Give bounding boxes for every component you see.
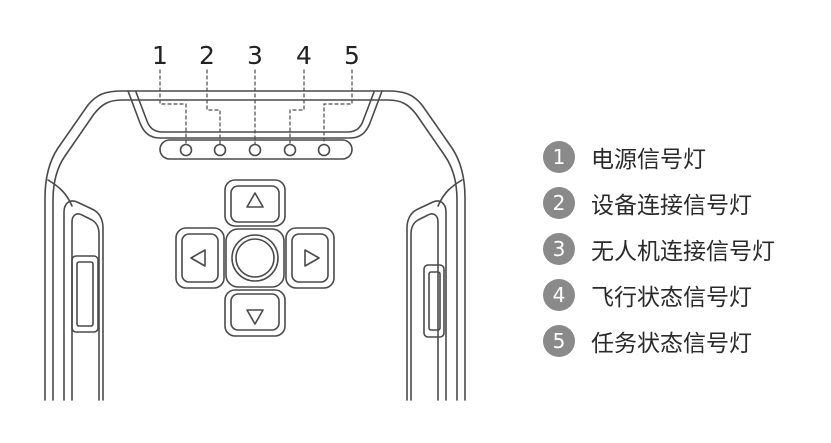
dpad-right-button xyxy=(285,227,335,289)
led-5 xyxy=(317,143,331,157)
legend-label-drone-connection: 无人机连接信号灯 xyxy=(591,238,775,265)
indicator-number-3: 3 xyxy=(247,41,263,70)
dpad-left-button xyxy=(175,227,225,289)
leader-line-4 xyxy=(289,69,305,145)
legend-label-device-connection: 设备连接信号灯 xyxy=(591,192,752,219)
legend-label-flight-status: 飞行状态信号灯 xyxy=(591,284,752,311)
led-3 xyxy=(248,143,262,157)
indicator-number-4: 4 xyxy=(296,41,312,70)
legend-badge-5: 5 xyxy=(543,324,575,357)
dpad-down-button xyxy=(224,289,286,337)
arrow-down-icon xyxy=(246,309,264,325)
dpad-left-button-inner xyxy=(181,233,219,283)
dpad-up-button xyxy=(224,179,286,227)
right-side-button xyxy=(423,264,445,338)
led-1 xyxy=(179,143,193,157)
right-grip-outer xyxy=(406,200,447,401)
dpad-down-button-inner xyxy=(230,293,280,331)
led-4 xyxy=(283,143,297,157)
arrow-up-icon xyxy=(246,192,264,208)
indicator-number-5: 5 xyxy=(344,41,360,70)
legend-item-2: 2 设备连接信号灯 xyxy=(543,185,828,220)
legend-badge-1: 1 xyxy=(543,140,575,173)
legend-badge-4: 4 xyxy=(543,278,575,311)
legend-label-power: 电源信号灯 xyxy=(591,146,706,173)
legend-label-mission-status: 任务状态信号灯 xyxy=(591,330,752,357)
legend-badge-3: 3 xyxy=(543,232,575,265)
leader-line-2 xyxy=(206,69,221,145)
legend-badge-2: 2 xyxy=(543,186,575,219)
arrow-right-icon xyxy=(304,249,320,267)
right-side-button-inner xyxy=(428,271,441,331)
legend-item-3: 3 无人机连接信号灯 xyxy=(543,231,828,266)
left-grip-inner xyxy=(71,213,100,401)
legend-item-4: 4 飞行状态信号灯 xyxy=(543,277,828,312)
led-strip xyxy=(159,139,353,160)
dpad-up-button-inner xyxy=(230,185,280,223)
left-shoulder-line xyxy=(47,179,73,207)
left-side-button xyxy=(71,255,99,333)
dpad-right-button-inner xyxy=(291,233,329,283)
indicator-number-2: 2 xyxy=(199,41,215,70)
legend-item-5: 5 任务状态信号灯 xyxy=(543,323,828,358)
dpad-center-button xyxy=(225,228,285,288)
left-side-button-inner xyxy=(76,261,94,327)
dpad-center-knob-outer xyxy=(231,234,279,282)
dpad-center-knob-inner xyxy=(235,238,275,278)
indicator-number-1: 1 xyxy=(152,41,168,70)
arrow-left-icon xyxy=(190,249,206,267)
right-grip-inner xyxy=(410,213,439,401)
led-2 xyxy=(213,143,227,157)
leader-line-5 xyxy=(323,69,353,145)
right-shoulder-line xyxy=(437,179,463,207)
indicator-legend: 1 电源信号灯 2 设备连接信号灯 3 无人机连接信号灯 4 飞行状态信号灯 5… xyxy=(543,139,828,369)
legend-item-1: 1 电源信号灯 xyxy=(543,139,828,174)
left-grip-outer xyxy=(63,200,104,401)
leader-line-1 xyxy=(159,69,187,145)
